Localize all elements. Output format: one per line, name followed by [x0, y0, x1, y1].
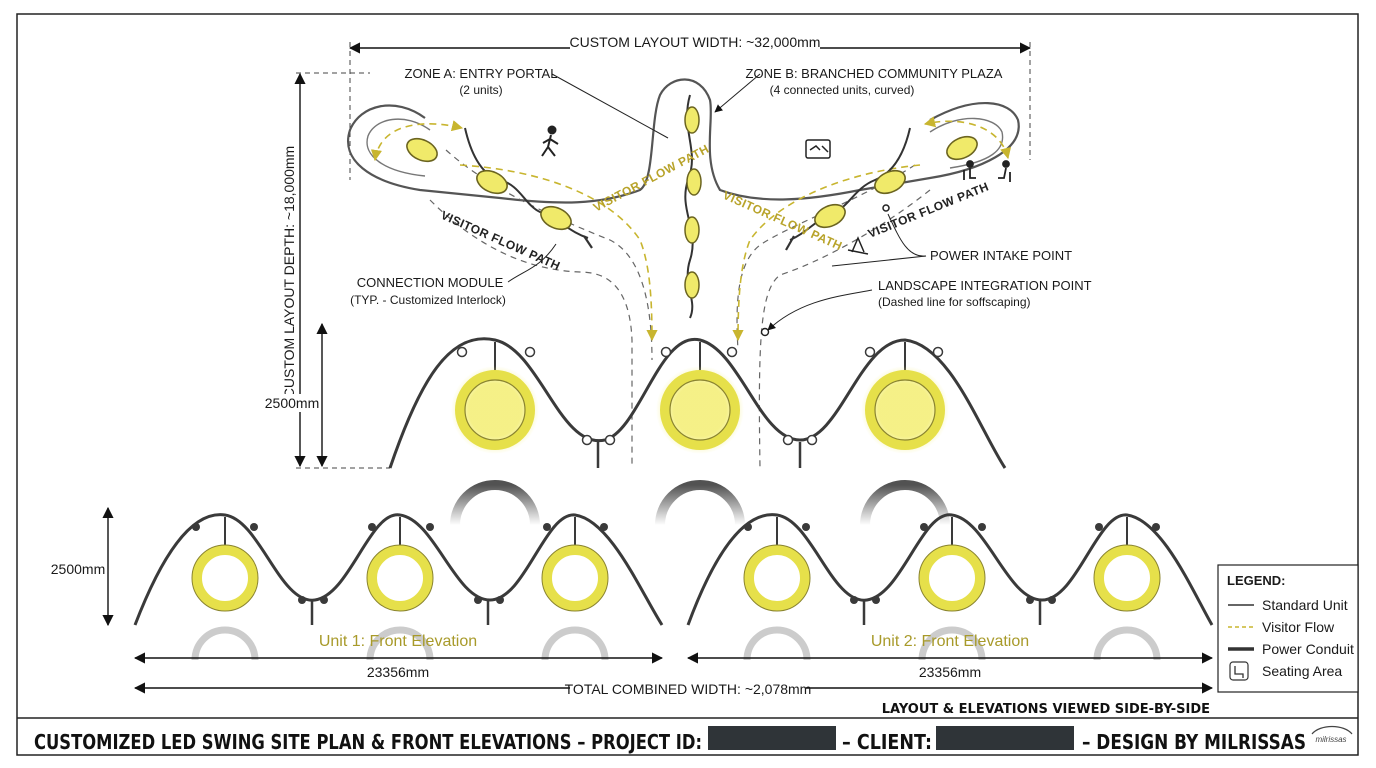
- connection-module-title: CONNECTION MODULE: [357, 275, 504, 290]
- layout-depth-dimension: CUSTOM LAYOUT DEPTH: ~18,000mm: [281, 72, 390, 469]
- legend-item-seating-area: Seating Area: [1262, 663, 1342, 679]
- layout-width-label: CUSTOM LAYOUT WIDTH: ~32,000mm: [570, 34, 821, 50]
- svg-text:milrissas: milrissas: [1315, 735, 1346, 744]
- unit1-elevation: Unit 1: Front Elevation: [133, 513, 664, 661]
- plan-swing-b1: [684, 106, 700, 134]
- elevation-height-label: 2500mm: [51, 561, 105, 577]
- unit2-swing-3: [1093, 544, 1161, 612]
- sheet-border: [16, 13, 1359, 756]
- plan-swing-b3: [684, 216, 700, 244]
- elevation-height-dimension: 2500mm: [48, 506, 114, 627]
- plan-swing-c2: [874, 169, 906, 195]
- unit2-swing-1: [743, 544, 811, 612]
- unit2-width-label: 23356mm: [919, 664, 981, 680]
- unit1-swing-3: [541, 544, 609, 612]
- unit1-width-label: 23356mm: [367, 664, 429, 680]
- legend-title: LEGEND:: [1227, 573, 1286, 588]
- plan-swing-a1: [406, 137, 438, 163]
- total-width-label: TOTAL COMBINED WIDTH: ~2,078mm: [565, 681, 812, 697]
- seat-icon: [1229, 661, 1249, 681]
- unit1-swing-1: [191, 544, 259, 612]
- zone-a-subtitle: (2 units): [459, 83, 502, 97]
- legend: LEGEND: Standard Unit Visitor Flow Power…: [1217, 564, 1359, 693]
- landscape-integration-marker: [760, 327, 770, 337]
- unit2-swing-2: [918, 544, 986, 612]
- side-by-side-note: LAYOUT & ELEVATIONS VIEWED SIDE-BY-SIDE: [882, 702, 1210, 717]
- unit1-swing-2: [366, 544, 434, 612]
- upper-swing-3: [861, 366, 949, 454]
- unit2-label: Unit 2: Front Elevation: [871, 633, 1029, 650]
- milrissas-logo: milrissas: [1311, 725, 1353, 744]
- zone-a-title: ZONE A: ENTRY PORTAL: [405, 66, 558, 81]
- pedestrian-icon: [541, 125, 559, 157]
- client-redaction: [936, 726, 1074, 750]
- power-intake-label: POWER INTAKE POINT: [930, 248, 1072, 263]
- legend-item-visitor-flow: Visitor Flow: [1262, 619, 1335, 635]
- power-intake-icon: [847, 204, 890, 255]
- zone-b-subtitle: (4 connected units, curved): [770, 83, 915, 97]
- upper-swing-2: [656, 366, 744, 454]
- connection-module-subtitle: (TYP. - Customized Interlock): [350, 293, 506, 307]
- legend-item-standard-unit: Standard Unit: [1262, 597, 1348, 613]
- legend-item-power-conduit: Power Conduit: [1262, 641, 1354, 657]
- unit2-elevation: Unit 2: Front Elevation: [686, 513, 1214, 661]
- upper-swing-1: [451, 366, 539, 454]
- plan-height-dimension: 2500mm: [262, 322, 328, 468]
- plaza-boundary: [347, 78, 1020, 204]
- landscape-integration-subtitle: (Dashed line for soffscaping): [878, 295, 1031, 309]
- layout-width-dimension: CUSTOM LAYOUT WIDTH: ~32,000mm: [348, 32, 1032, 180]
- title-client: – CLIENT:: [842, 730, 932, 754]
- plan-swing-a3: [540, 205, 572, 231]
- unit-width-dimensions: 23356mm 23356mm TOTAL COMBINED WIDTH: ~2…: [133, 652, 1214, 697]
- zone-b-title: ZONE B: BRANCHED COMMUNITY PLAZA: [746, 66, 1003, 81]
- plan-swing-a2: [476, 169, 508, 195]
- plan-swing-b2: [686, 168, 702, 196]
- landscape-integration-title: LANDSCAPE INTEGRATION POINT: [878, 278, 1092, 293]
- plan-swing-c1: [946, 135, 978, 161]
- unit1-label: Unit 1: Front Elevation: [319, 633, 477, 650]
- title-main: CUSTOMIZED LED SWING SITE PLAN & FRONT E…: [34, 730, 702, 754]
- seating-icon: [963, 160, 1011, 182]
- plan-swing-c3: [814, 203, 846, 229]
- title-block: CUSTOMIZED LED SWING SITE PLAN & FRONT E…: [17, 717, 1358, 754]
- layout-depth-label: CUSTOM LAYOUT DEPTH: ~18,000mm: [281, 146, 297, 398]
- plan-swing-b4: [684, 271, 700, 299]
- project-id-redaction: [708, 726, 836, 750]
- plan-height-label: 2500mm: [265, 395, 319, 411]
- title-designer: – DESIGN BY MILRISSAS: [1082, 730, 1306, 754]
- upper-elevation: [388, 337, 1007, 526]
- bench-icon: [805, 139, 831, 159]
